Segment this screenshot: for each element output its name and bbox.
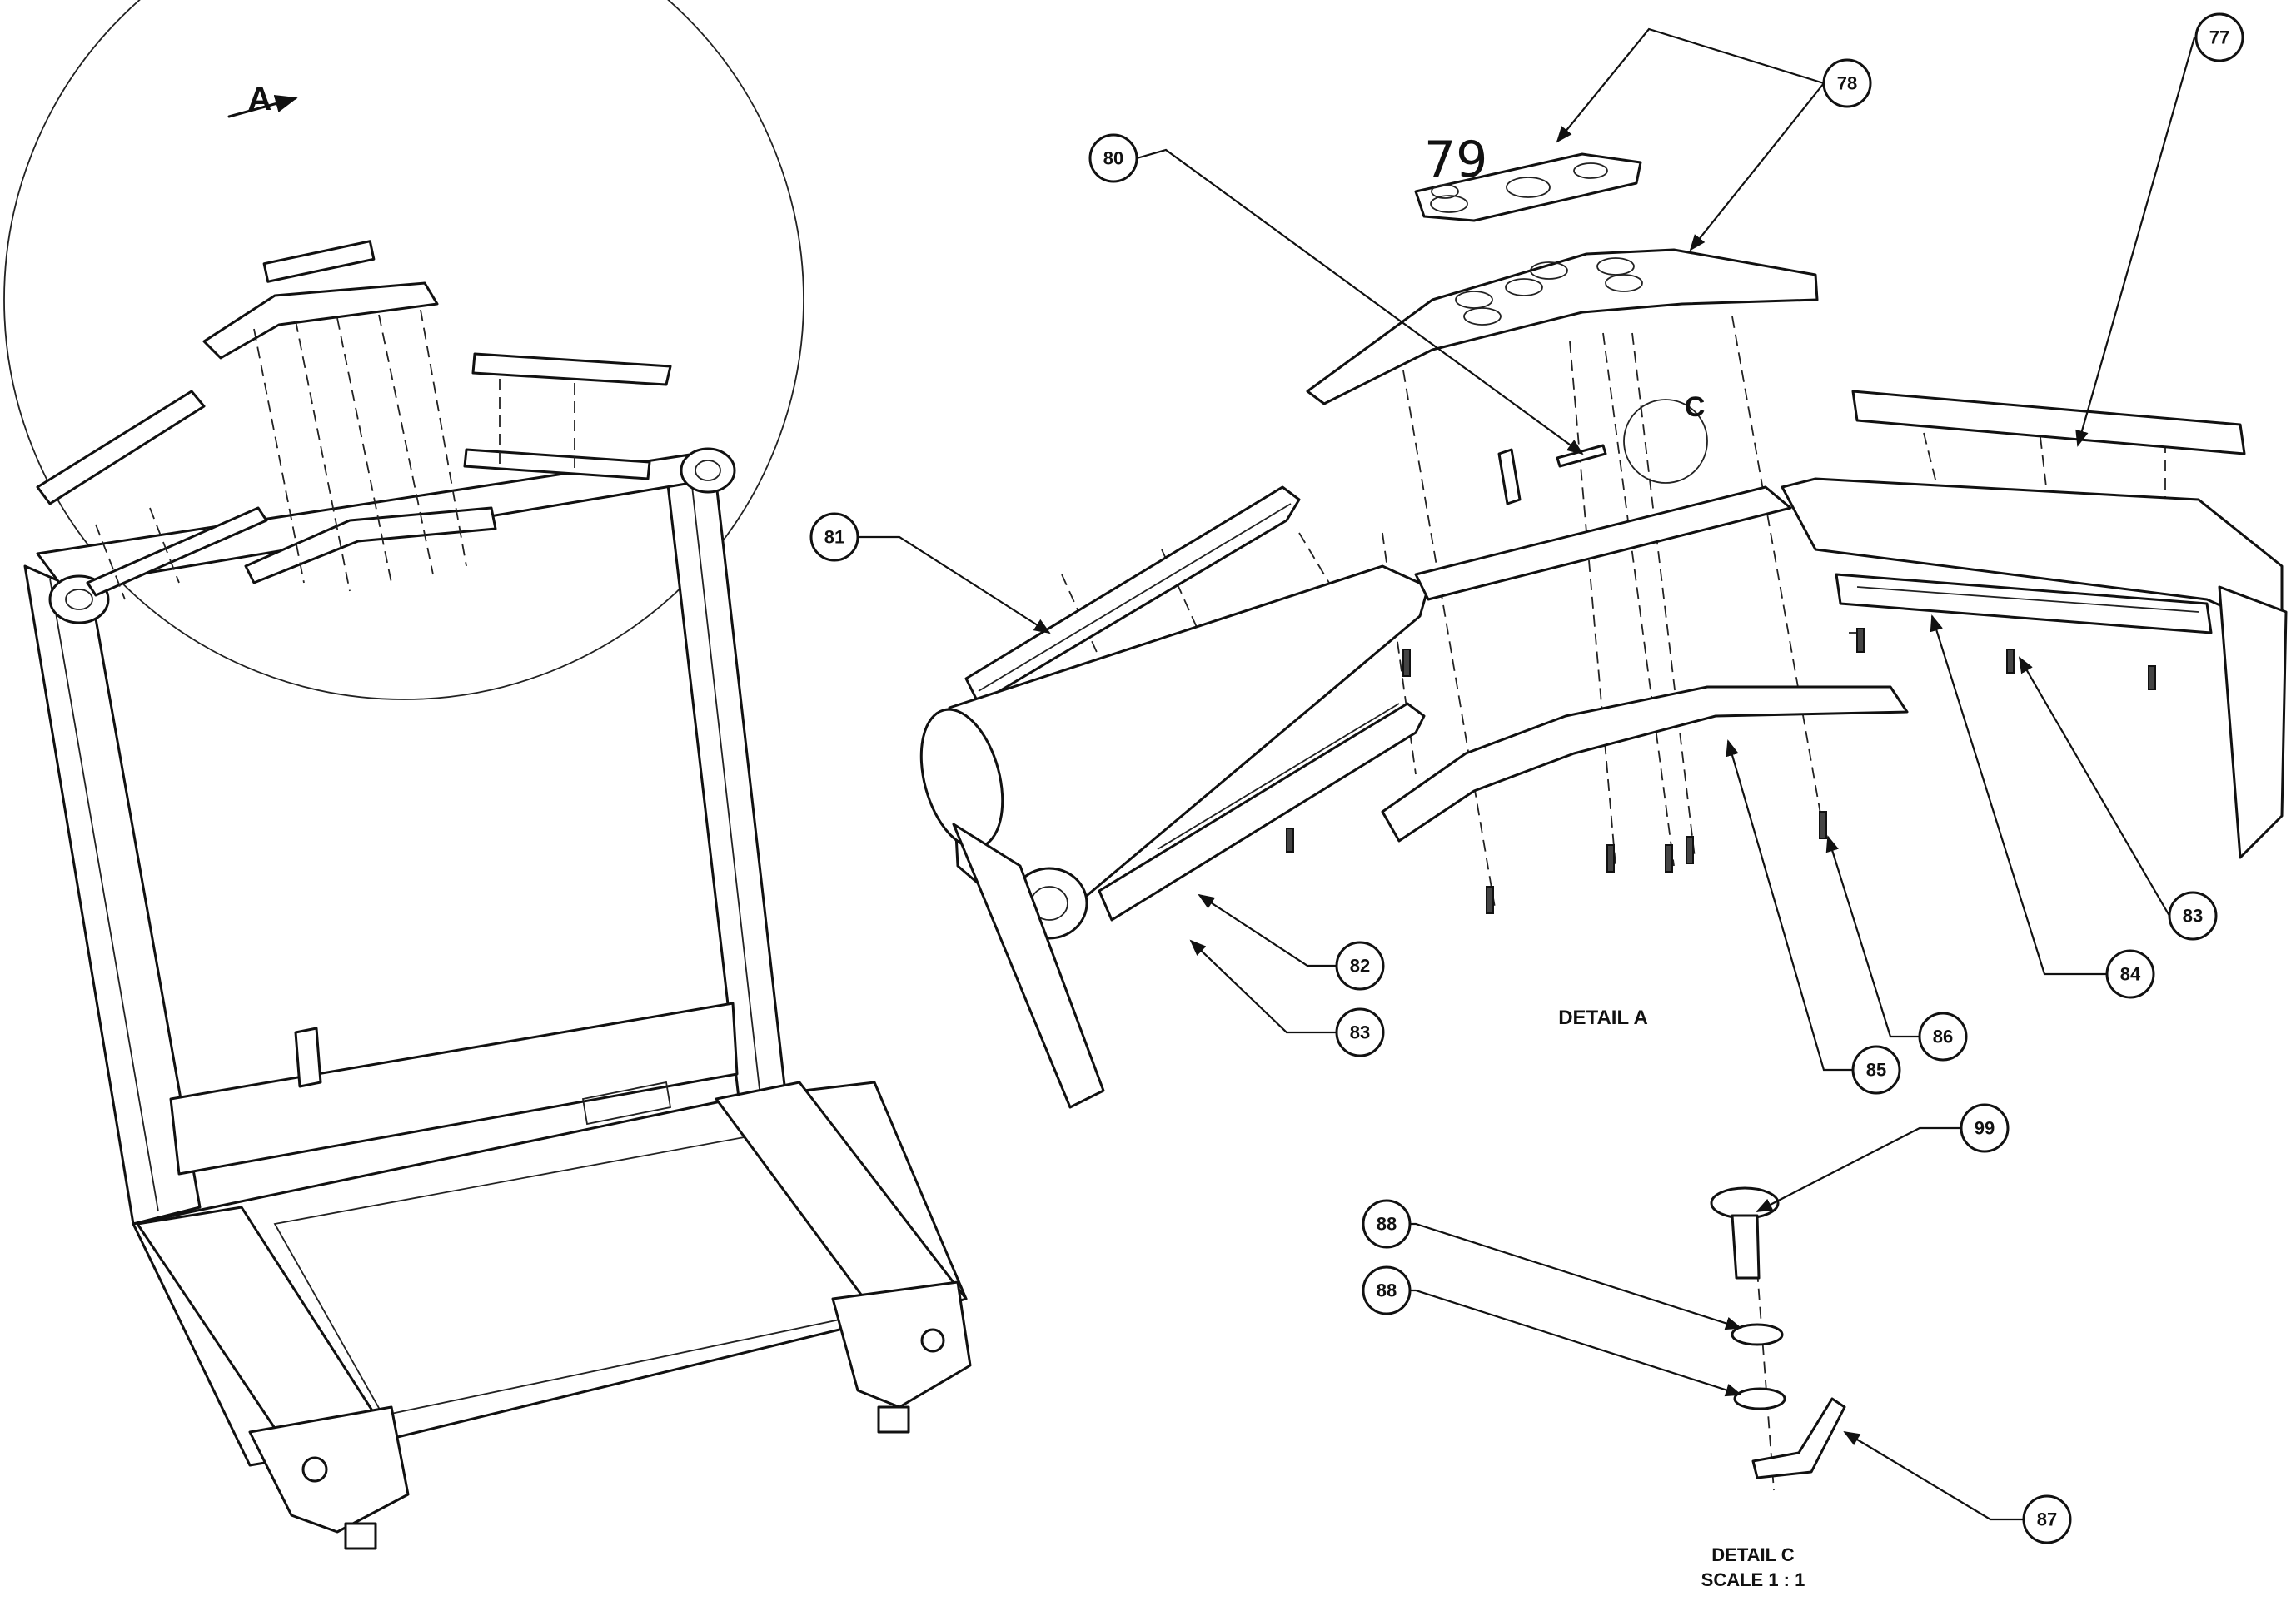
- right-side-rail: [715, 1081, 968, 1325]
- brand-decal: [581, 1081, 672, 1126]
- svg-text:88: 88: [1377, 1280, 1397, 1301]
- svg-text:85: 85: [1866, 1060, 1886, 1081]
- console-cross-tube: [1414, 485, 1792, 601]
- detail-c-circle: [1623, 399, 1708, 484]
- callout-leaders: [858, 27, 2196, 1521]
- callout-83-right: 83: [2168, 891, 2218, 941]
- callout-77: 77: [2194, 12, 2244, 62]
- svg-text:87: 87: [2037, 1509, 2057, 1530]
- bolt-head: [1710, 1186, 1780, 1220]
- detail-c-scale: SCALE 1 : 1: [1701, 1569, 1805, 1590]
- right-handle-grip: [1851, 390, 2246, 455]
- mini-left-sensor-bar: [86, 506, 268, 597]
- detail-a-caption: DETAIL A: [1558, 1007, 1648, 1029]
- mini-right-handle-grip: [471, 352, 672, 386]
- right-handlebar-end-cap: [680, 447, 736, 494]
- svg-text:84: 84: [2120, 964, 2141, 985]
- left-handlebar-tube: [948, 564, 1430, 917]
- right-sensor-bar: [1835, 573, 2213, 634]
- washer-lower: [1733, 1387, 1786, 1410]
- callout-86: 86: [1918, 1012, 1968, 1062]
- angle-bracket: [1751, 1397, 1846, 1479]
- callout-85: 85: [1851, 1045, 1901, 1095]
- motor-hood-front-plate: [169, 1002, 739, 1176]
- keypad-overlay: [1414, 152, 1642, 222]
- detail-a-boundary-circle: [3, 0, 804, 700]
- right-rear-end-cap: [831, 1280, 972, 1409]
- left-sensor-bar: [1098, 702, 1426, 922]
- svg-text:83: 83: [1350, 1022, 1370, 1043]
- mini-left-handle-grip: [36, 390, 206, 505]
- base-bracket: [294, 1027, 322, 1088]
- mini-console-cover: [202, 281, 439, 360]
- callout-80: 80: [1088, 133, 1138, 183]
- callout-88-bottom: 88: [1362, 1265, 1412, 1315]
- mini-right-sensor-bar: [463, 448, 651, 480]
- detail-a-exploded-view: 79: [919, 131, 2288, 1109]
- left-upright-cut: [952, 823, 1105, 1109]
- detail-c-marker-label: C: [1685, 391, 1706, 423]
- handwritten-part-note: 79: [1424, 131, 1487, 189]
- treadmill-overview: A: [3, 0, 972, 1550]
- svg-text:88: 88: [1377, 1214, 1397, 1235]
- svg-text:77: 77: [2209, 27, 2229, 48]
- view-arrow: [227, 95, 298, 118]
- callout-99: 99: [1960, 1103, 2010, 1153]
- view-label-a: A: [248, 81, 272, 117]
- callout-78: 78: [1822, 58, 1872, 108]
- svg-text:83: 83: [2183, 906, 2203, 927]
- svg-text:81: 81: [824, 527, 844, 548]
- right-rear-foot: [877, 1405, 910, 1434]
- mini-keypad-overlay: [262, 240, 376, 283]
- callout-88-top: 88: [1362, 1199, 1412, 1249]
- svg-text:80: 80: [1103, 148, 1123, 169]
- callout-84: 84: [2105, 949, 2155, 999]
- svg-text:86: 86: [1933, 1027, 1953, 1047]
- bolt-shank: [1731, 1214, 1761, 1280]
- callout-82: 82: [1335, 941, 1385, 991]
- mini-center-grip: [244, 506, 497, 584]
- washer-upper: [1731, 1323, 1784, 1346]
- callout-81: 81: [809, 512, 859, 562]
- right-upright-cut: [2218, 585, 2288, 859]
- center-grip: [1381, 685, 1909, 843]
- screws: [1286, 628, 2156, 914]
- left-rear-foot: [344, 1522, 377, 1550]
- detail-c-caption: DETAIL C: [1711, 1544, 1795, 1565]
- right-handlebar-tube: [1781, 477, 2284, 634]
- screw-assembly: [1497, 448, 1522, 505]
- left-rear-end-cap: [248, 1405, 410, 1534]
- svg-text:78: 78: [1837, 73, 1857, 94]
- console-top-cover: [1306, 248, 1819, 405]
- callout-87: 87: [2022, 1494, 2072, 1544]
- svg-text:82: 82: [1350, 956, 1370, 977]
- callout-83-left: 83: [1335, 1007, 1385, 1057]
- svg-text:99: 99: [1975, 1118, 1995, 1139]
- pin-part: [1556, 444, 1607, 468]
